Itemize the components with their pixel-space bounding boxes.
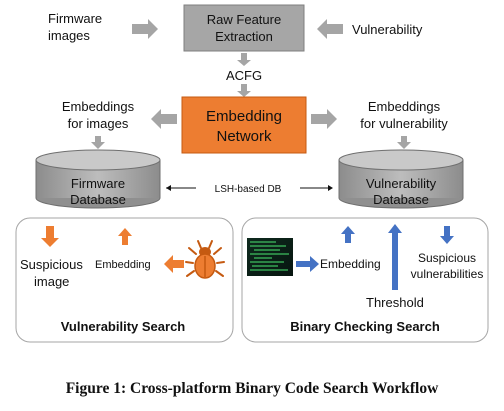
raw-feature-label: Raw Feature bbox=[207, 12, 281, 27]
vulnerability-db-label-line2: Database bbox=[373, 192, 429, 207]
threshold-arrow-icon bbox=[388, 224, 402, 290]
embedding-network-label: Embedding bbox=[206, 108, 282, 125]
gray-arrow-icon bbox=[397, 136, 411, 149]
blue-arrow-icon bbox=[296, 256, 319, 272]
embedding-label: Embedding bbox=[95, 259, 151, 271]
raw-feature-extraction-box bbox=[183, 4, 305, 52]
binary-checking-search-title: Binary Checking Search bbox=[290, 319, 440, 334]
binary-checking-search-panel bbox=[241, 217, 489, 343]
firmware-images-label-line2: images bbox=[48, 28, 90, 43]
image-label: image bbox=[34, 274, 69, 289]
firmware-db-label: Firmware bbox=[71, 176, 125, 191]
orange-arrow-icon bbox=[164, 255, 184, 273]
firmware-images-label: Firmware bbox=[48, 11, 102, 26]
suspicious-label: Suspicious bbox=[20, 257, 83, 272]
embeddings-images-label-line2: for images bbox=[68, 116, 129, 131]
vulnerability-database-cylinder bbox=[338, 149, 464, 209]
embedding-network-box bbox=[181, 96, 307, 154]
threshold-label: Threshold bbox=[366, 295, 424, 310]
figure-caption: Figure 1: Cross-platform Binary Code Sea… bbox=[66, 380, 439, 397]
gray-arrow-icon bbox=[317, 19, 343, 39]
binary-embedding-label: Embedding bbox=[320, 257, 381, 271]
embeddings-images-label: Embeddings bbox=[62, 99, 135, 114]
bug-icon bbox=[185, 240, 225, 277]
vulnerability-search-panel bbox=[15, 217, 234, 343]
arrowhead-icon bbox=[328, 185, 333, 191]
gray-arrow-icon bbox=[151, 109, 177, 129]
gray-arrow-icon bbox=[91, 136, 105, 149]
acfg-label: ACFG bbox=[226, 68, 262, 83]
arrowhead-icon bbox=[166, 185, 171, 191]
vulnerabilities-label: vulnerabilities bbox=[411, 267, 484, 281]
network-label: Network bbox=[216, 128, 272, 145]
lsh-based-db-label: LSH-based DB bbox=[215, 184, 282, 195]
extraction-label: Extraction bbox=[215, 29, 273, 44]
embeddings-vuln-label-line2: for vulnerability bbox=[360, 116, 448, 131]
firmware-db-label-line2: Database bbox=[70, 192, 126, 207]
gray-arrow-icon bbox=[237, 53, 251, 66]
gray-arrow-icon bbox=[311, 109, 337, 129]
firmware-database-cylinder bbox=[35, 149, 161, 209]
blue-arrow-icon bbox=[440, 226, 454, 244]
vulnerability-search-title: Vulnerability Search bbox=[61, 319, 186, 334]
vulnerability-db-label: Vulnerability bbox=[366, 176, 437, 191]
code-thumbnail-icon bbox=[247, 238, 293, 276]
vulnerability-input-label: Vulnerability bbox=[352, 22, 423, 37]
orange-arrow-icon bbox=[118, 228, 132, 245]
gray-arrow-icon bbox=[132, 19, 158, 39]
orange-arrow-icon bbox=[41, 226, 59, 247]
blue-arrow-icon bbox=[341, 226, 355, 243]
suspicious-vuln-label: Suspicious bbox=[418, 251, 476, 265]
gray-arrow-icon bbox=[237, 84, 251, 97]
embeddings-vuln-label: Embeddings bbox=[368, 99, 441, 114]
